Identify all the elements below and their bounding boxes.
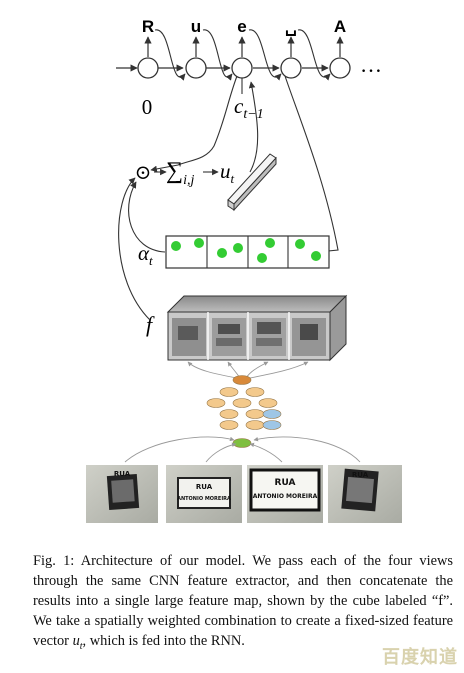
- context-base: c: [234, 94, 244, 118]
- view-sign-text: RUA: [114, 470, 131, 478]
- cnn-feature-extractor: [124, 361, 361, 463]
- attention-spot: [217, 248, 227, 258]
- initial-state-label: 0: [142, 95, 153, 119]
- rnn-output-label: e: [237, 17, 246, 36]
- sum-expression: ∑i,j: [166, 158, 194, 188]
- rnn-to-attention-links: [150, 75, 339, 255]
- cnn-nodes: [206, 375, 282, 448]
- cnn-input-arrows: [124, 436, 361, 463]
- attention-spot: [265, 238, 275, 248]
- input-view: RUA ANTONIO MOREIRA: [166, 465, 242, 523]
- cnn-node: [219, 420, 239, 430]
- cnn-output-arrows: [187, 361, 309, 379]
- attention-spots: [171, 238, 321, 263]
- attention-spot: [311, 251, 321, 261]
- caption-tail: , which is fed into the RNN.: [82, 633, 245, 650]
- attention-spot: [233, 243, 243, 253]
- caption-text: Fig. 1: Architecture of our model. We pa…: [33, 553, 453, 650]
- watermark-logo: 百度知道: [382, 647, 458, 668]
- cnn-node: [245, 409, 265, 419]
- rnn-output-arrows: [144, 36, 344, 57]
- view-sign-text: RUA: [196, 483, 213, 491]
- attention-sub: t: [149, 253, 153, 268]
- cnn-node: [258, 398, 278, 408]
- input-view: RUA ANTONIO MOREIRA: [247, 465, 323, 523]
- caption-math-base: u: [72, 633, 80, 650]
- cnn-node: [262, 409, 282, 419]
- feature-vector-label: ut: [220, 159, 235, 186]
- architecture-figure: R u e ␣ A … 0 ct−1 ⊙ ∑i,j ut αt: [86, 17, 402, 523]
- elementwise-product-symbol: ⊙: [135, 162, 152, 184]
- cnn-node: [245, 420, 265, 430]
- rnn-output-label: u: [191, 17, 201, 36]
- context-label: ct−1: [234, 94, 264, 122]
- cnn-node: [232, 438, 252, 448]
- cnn-node: [232, 375, 252, 385]
- view-sign-text: RUA: [352, 471, 369, 479]
- rnn-feedback-loops: [154, 29, 331, 81]
- rnn-chain: R u e ␣ A … 0 ct−1: [116, 17, 382, 122]
- attention-spot: [295, 239, 305, 249]
- feature-vector-base: u: [220, 159, 231, 183]
- rnn-output-label: ␣: [285, 17, 297, 36]
- feature-map-label: f: [146, 312, 155, 337]
- view-sign-text: RUA: [275, 478, 296, 488]
- rnn-cell-3: [231, 57, 253, 79]
- cnn-node: [206, 398, 226, 408]
- rnn-output-label: R: [142, 17, 154, 36]
- cnn-node: [262, 420, 282, 430]
- rnn-cell-1: [137, 57, 159, 79]
- cnn-node: [219, 409, 239, 419]
- view-sign-subtext: ANTONIO MOREIRA: [177, 496, 231, 502]
- cube-front-patches: [172, 318, 326, 356]
- attention-spot: [171, 241, 181, 251]
- input-view: RUA: [86, 465, 158, 523]
- caption-math-sub: t: [79, 641, 83, 653]
- input-views: RUA RUA ANTONIO MOREIRA RUA ANTONIO MORE…: [86, 465, 402, 523]
- cube-top-face: [166, 295, 348, 313]
- attention-spot: [194, 238, 204, 248]
- rnn-cell-2: [185, 57, 207, 79]
- rnn-cell-5: [329, 57, 351, 79]
- input-view: RUA: [328, 465, 402, 523]
- rnn-output-label: A: [334, 17, 346, 36]
- context-sub: t−1: [243, 107, 263, 122]
- feature-vector-bar: [227, 153, 277, 212]
- feature-cube: f: [146, 294, 348, 362]
- cnn-node: [245, 387, 265, 397]
- cnn-node: [232, 398, 252, 408]
- rnn-cell-4: [280, 57, 302, 79]
- sum-subscript: i,j: [183, 173, 194, 188]
- feedback-to-product: [118, 177, 166, 321]
- attention-summation: ⊙ ∑i,j ut: [135, 153, 277, 212]
- attention-spot: [257, 253, 267, 263]
- attention-map: αt: [138, 235, 330, 269]
- figure-caption: Fig. 1: Architecture of our model. We pa…: [33, 551, 453, 657]
- cube-edges: [207, 312, 290, 360]
- sum-symbol: ∑: [166, 158, 183, 184]
- view-sign-subtext: ANTONIO MOREIRA: [253, 493, 318, 500]
- rnn-ellipsis: …: [360, 52, 382, 77]
- cnn-node: [219, 387, 239, 397]
- feature-vector-sub: t: [231, 171, 235, 186]
